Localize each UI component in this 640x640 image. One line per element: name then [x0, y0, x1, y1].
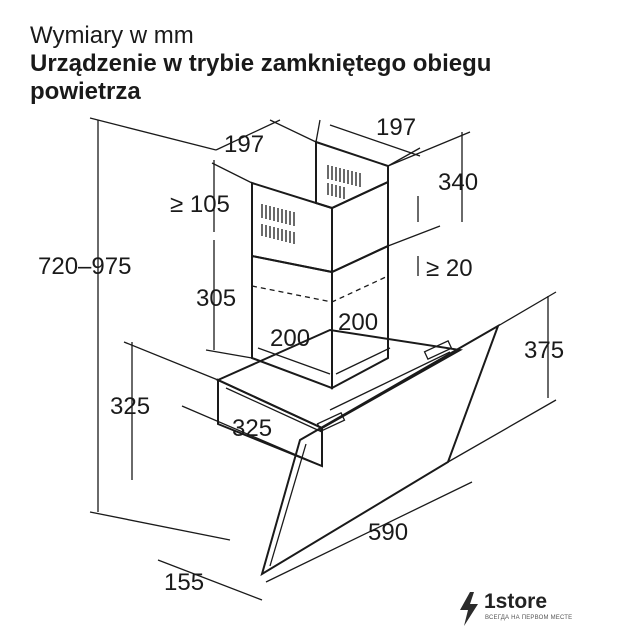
lightning-bolt-icon — [460, 592, 478, 626]
dim-lower-chimney-height: 305 — [196, 285, 236, 312]
dim-min-overlap: ≥ 20 — [426, 255, 473, 282]
upper-chimney — [251, 140, 389, 274]
diagram-title-line2: powietrza — [30, 78, 141, 105]
dimension-labels: 197 197 340 ≥ 105 720–975 ≥ 20 305 200 2… — [38, 114, 564, 596]
dim-lower-chimney-depth: 200 — [270, 325, 310, 352]
dim-width: 590 — [368, 519, 408, 546]
dim-min-top-clearance: ≥ 105 — [170, 191, 230, 218]
header: Wymiary w mm Urządzenie w trybie zamknię… — [30, 22, 620, 106]
brand-watermark: 1store ВСЕГДА НА ПЕРВОМ МЕСТЕ — [458, 590, 618, 630]
dim-chimney-depth-left: 197 — [224, 131, 264, 158]
brand-name: 1store — [484, 590, 548, 613]
dim-body-depth: 325 — [232, 415, 272, 442]
dim-base-depth: 155 — [164, 569, 204, 596]
hood-body — [215, 328, 464, 468]
diagram-title-line1: Urządzenie w trybie zamkniętego obiegu — [30, 50, 492, 77]
brand-tagline: ВСЕГДА НА ПЕРВОМ МЕСТЕ — [485, 615, 573, 621]
lower-chimney — [251, 244, 389, 390]
dim-height-range: 720–975 — [38, 253, 131, 280]
dimension-lines — [89, 117, 557, 601]
dim-body-height: 325 — [110, 393, 150, 420]
vent-slots-right — [327, 165, 361, 199]
dim-upper-chimney-height: 340 — [438, 169, 478, 196]
dim-lower-chimney-width: 200 — [338, 309, 378, 336]
dim-chimney-width-right: 197 — [376, 114, 416, 141]
vent-slots-left — [261, 204, 295, 244]
dim-glass-height: 375 — [524, 337, 564, 364]
units-subtitle: Wymiary w mm — [30, 22, 194, 49]
